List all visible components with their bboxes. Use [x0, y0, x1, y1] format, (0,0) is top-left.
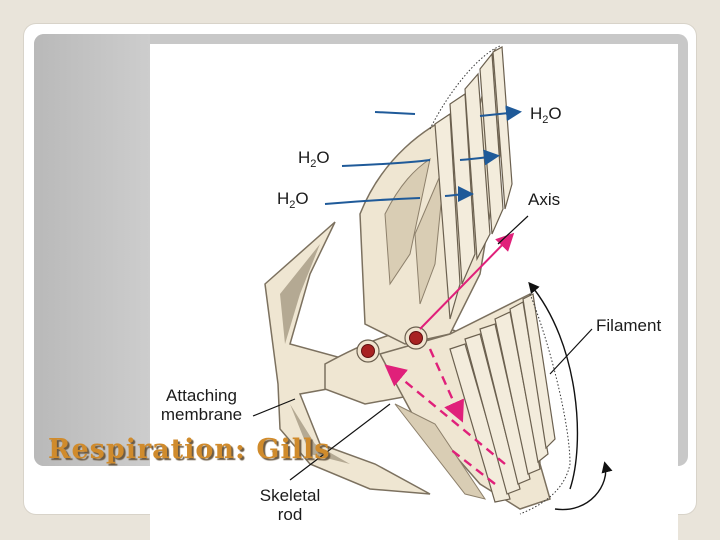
attaching-membrane-label: Attaching membrane	[160, 386, 243, 424]
filament-label: Filament	[596, 316, 662, 335]
water-in-upper-label: H2O	[298, 148, 330, 170]
filament-flow-arrows	[528, 281, 613, 511]
lower-lamellae	[449, 293, 571, 515]
blood-vessels	[356, 326, 428, 363]
gill-illustration	[252, 45, 613, 515]
slide-title: Respiration: Gills	[48, 434, 331, 465]
leader-lines	[252, 215, 593, 481]
attaching-membrane	[264, 221, 431, 495]
gill-diagram: H2O H2O H2O Axis Filament Attaching memb…	[150, 44, 678, 540]
axis-label: Axis	[528, 190, 561, 209]
water-in-lower-label: H2O	[277, 189, 309, 211]
blood-flow-arrows	[384, 232, 515, 485]
slide-background-shade	[34, 34, 150, 466]
skeletal-rod-label: Skeletal rod	[259, 486, 321, 524]
water-flow-arrows	[324, 105, 522, 205]
water-out-label: H2O	[530, 104, 562, 126]
